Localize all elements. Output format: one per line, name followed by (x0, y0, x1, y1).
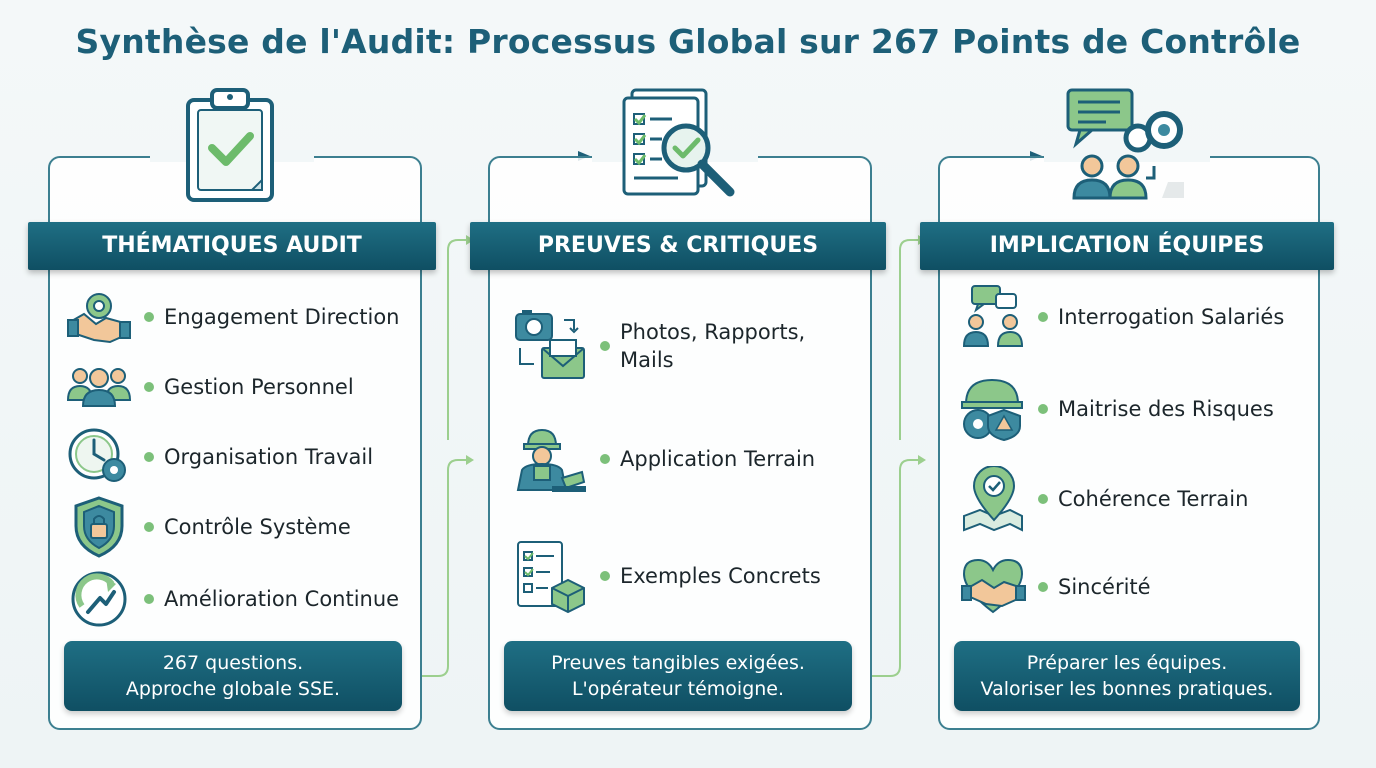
map-pin-icon (960, 465, 1026, 532)
list-item-photos-rapports-mails: Photos, Rapports, Mails (512, 308, 805, 384)
item-label: Amélioration Continue (164, 587, 400, 611)
footer-line-2: L'opérateur témoigne. (571, 678, 785, 700)
footer-preuves: Preuves tangibles exigées. L'opérateur t… (504, 641, 852, 711)
item-label-line-2: Mails (620, 348, 674, 372)
header-thematiques: THÉMATIQUES AUDIT (28, 222, 436, 270)
shield-lock-icon (66, 494, 132, 560)
item-label: Engagement Direction (164, 305, 400, 329)
item-label: Photos, Rapports, Mails (620, 318, 805, 374)
team-chat-gears-icon (1062, 86, 1190, 210)
list-item-maitrise-des-risques: Maitrise des Risques (960, 376, 1274, 442)
people-group-icon (66, 354, 132, 420)
footer-thematiques: 267 questions. Approche globale SSE. (64, 641, 402, 711)
header-preuves: PREUVES & CRITIQUES (470, 222, 886, 270)
list-item-application-terrain: Application Terrain (512, 424, 815, 494)
connector-1-top (447, 239, 466, 440)
item-label: Exemples Concrets (620, 564, 821, 588)
item-label: Interrogation Salariés (1058, 305, 1285, 329)
footer-line-1: Preuves tangibles exigées. (551, 652, 805, 674)
list-item-gestion-personnel: Gestion Personnel (66, 354, 354, 420)
connector-2-bottom (870, 459, 918, 677)
list-item-sincerite: Sincérité (960, 554, 1151, 620)
list-item-exemples-concrets: Exemples Concrets (512, 538, 821, 614)
list-item-controle-systeme: Contrôle Système (66, 494, 351, 560)
list-item-organisation-travail: Organisation Travail (66, 424, 373, 490)
item-label: Gestion Personnel (164, 375, 354, 399)
list-item-coherence-terrain: Cohérence Terrain (960, 465, 1249, 532)
item-label: Maitrise des Risques (1058, 397, 1274, 421)
camera-mail-icon (512, 308, 588, 384)
footer-line-2: Approche globale SSE. (125, 678, 341, 700)
footer-line-1: Préparer les équipes. (1026, 652, 1228, 674)
item-label: Contrôle Système (164, 515, 351, 539)
list-item-amelioration-continue: Amélioration Continue (66, 566, 399, 632)
heart-handshake-icon (960, 554, 1026, 620)
item-label-line-1: Photos, Rapports, (620, 320, 806, 344)
two-people-chat-icon (960, 284, 1026, 350)
item-label: Organisation Travail (164, 445, 374, 469)
item-label: Cohérence Terrain (1058, 487, 1249, 511)
list-item-engagement-direction: Engagement Direction (66, 284, 400, 350)
helmet-shield-icon (960, 376, 1026, 442)
item-label: Sincérité (1058, 575, 1151, 599)
page-title: Synthèse de l'Audit: Processus Global su… (75, 22, 1301, 61)
worker-icon (512, 424, 588, 494)
item-label: Application Terrain (620, 447, 816, 471)
footer-line-2: Valoriser les bonnes pratiques. (980, 678, 1274, 700)
checklist-box-icon (512, 538, 588, 614)
connector-1-bottom (420, 459, 466, 677)
clipboard-check-icon (182, 86, 278, 208)
header-implication: IMPLICATION ÉQUIPES (920, 222, 1334, 270)
footer-implication: Préparer les équipes. Valoriser les bonn… (954, 641, 1300, 711)
circular-arrow-icon (66, 566, 132, 632)
connector-2-top (899, 239, 918, 440)
handshake-gear-icon (66, 284, 132, 350)
list-item-interrogation-salaries: Interrogation Salariés (960, 284, 1284, 350)
clock-gear-icon (66, 424, 132, 490)
document-magnifier-icon (618, 86, 748, 210)
footer-line-1: 267 questions. (162, 652, 304, 674)
